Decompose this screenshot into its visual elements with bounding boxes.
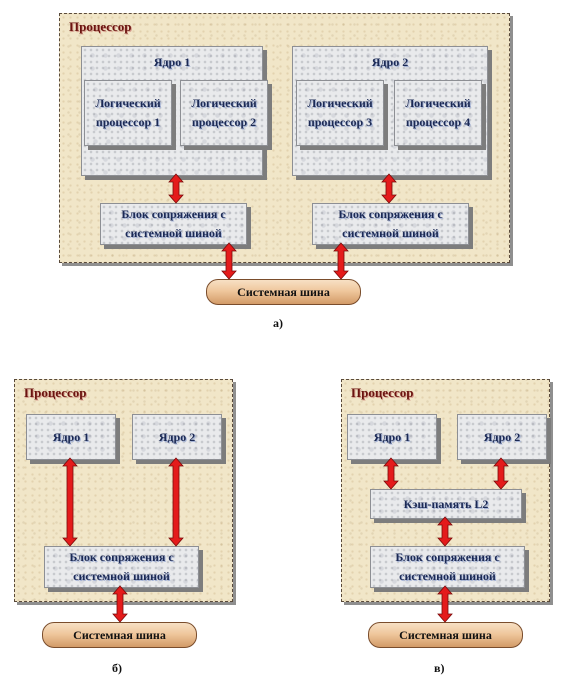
arrow-core2-cache-c (493, 457, 509, 490)
arrow-core1-interface-b (62, 457, 78, 547)
bus-interface-c-label: Блок сопряжения с системной шиной (395, 550, 500, 583)
bus-interface-b-label: Блок сопряжения с системной шиной (69, 550, 174, 583)
system-bus-c-label: Системная шина (399, 627, 492, 642)
caption-c: в) (434, 661, 445, 675)
logical-processor-2-label: Логический процессор 2 (191, 96, 257, 129)
core-2-c-label: Ядро 2 (483, 429, 521, 444)
bus-interface-1-a: Блок сопряжения с системной шиной (100, 203, 247, 245)
core-2-c: Ядро 2 (457, 414, 547, 460)
logical-processor-1-label: Логический процессор 1 (95, 96, 161, 129)
processor-a-label: Процессор (69, 19, 132, 34)
logical-processor-1: Логический процессор 1 (84, 80, 172, 146)
bus-interface-b: Блок сопряжения с системной шиной (44, 546, 199, 588)
core-1-a-title: Ядро 1 (153, 55, 191, 69)
system-bus-c: Системная шина (368, 622, 523, 648)
logical-processor-3: Логический процессор 3 (296, 80, 384, 146)
arrow-core1-cache-c (383, 457, 399, 490)
core-2-a-title: Ядро 2 (371, 55, 409, 69)
core-2-b-label: Ядро 2 (158, 429, 196, 444)
core-1-c: Ядро 1 (347, 414, 437, 460)
logical-processor-4-label: Логический процессор 4 (405, 96, 471, 129)
processor-c-label: Процессор (351, 385, 414, 400)
arrow-interface2-bus-a (333, 242, 349, 280)
core-1-b: Ядро 1 (26, 414, 116, 460)
l2-cache: Кэш-память L2 (370, 489, 522, 519)
logical-processor-4: Логический процессор 4 (394, 80, 482, 146)
bus-interface-1-a-label: Блок сопряжения с системной шиной (121, 207, 226, 240)
system-bus-a-label: Системная шина (237, 284, 330, 299)
processor-b-label: Процессор (24, 385, 87, 400)
core-1-c-label: Ядро 1 (373, 429, 411, 444)
arrow-interface-bus-c (437, 585, 453, 623)
system-bus-b-label: Системная шина (73, 627, 166, 642)
bus-interface-2-a: Блок сопряжения с системной шиной (312, 203, 469, 245)
bus-interface-c: Блок сопряжения с системной шиной (370, 546, 525, 588)
l2-cache-label: Кэш-память L2 (403, 496, 489, 511)
arrow-interface1-bus-a (221, 242, 237, 280)
arrow-core2-interface-b (168, 457, 184, 547)
caption-a: а) (273, 316, 283, 330)
caption-b: б) (112, 661, 122, 675)
arrow-interface-bus-b (112, 585, 128, 623)
arrow-cache-interface-c (437, 516, 453, 547)
core-2-b: Ядро 2 (132, 414, 222, 460)
system-bus-a: Системная шина (206, 279, 361, 305)
logical-processor-2: Логический процессор 2 (180, 80, 268, 146)
bus-interface-2-a-label: Блок сопряжения с системной шиной (338, 207, 443, 240)
core-1-b-label: Ядро 1 (52, 429, 90, 444)
arrow-core2-interface-a (381, 173, 397, 204)
logical-processor-3-label: Логический процессор 3 (307, 96, 373, 129)
system-bus-b: Системная шина (42, 622, 197, 648)
arrow-core1-interface-a (168, 173, 184, 204)
